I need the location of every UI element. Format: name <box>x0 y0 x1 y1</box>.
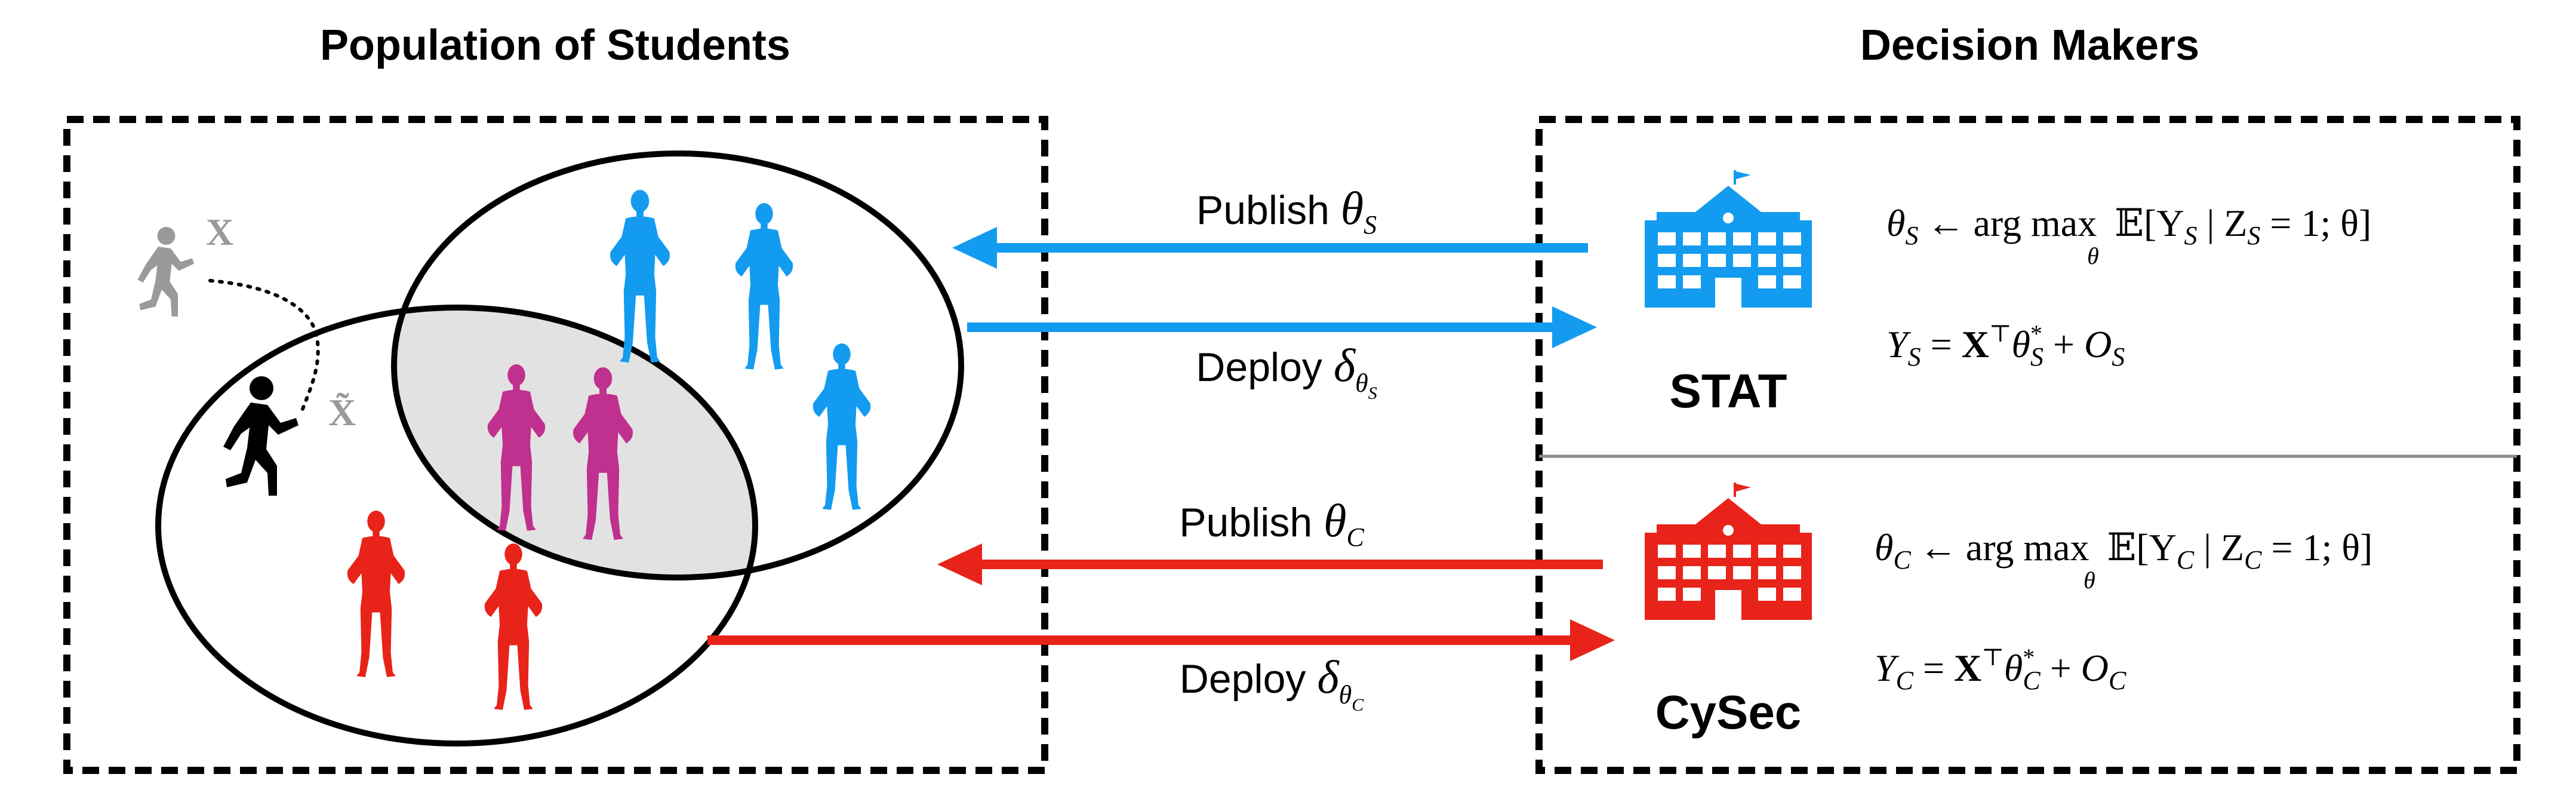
publish-cysec-label: Publish θC <box>1179 494 1364 552</box>
cysec-student-figure <box>347 511 405 677</box>
modified-feature-label: X̃ <box>328 391 356 434</box>
stat-name: STAT <box>1670 364 1787 417</box>
original-feature-label: X <box>206 211 233 253</box>
cysec-name: CySec <box>1655 686 1802 739</box>
publish-stat-arrowhead <box>952 227 997 269</box>
deploy-cysec-label: Deploy δθC <box>1180 651 1364 715</box>
decision-makers-box <box>1535 116 2520 774</box>
cysec-student-figure <box>484 543 543 710</box>
stat-population-ellipse <box>391 150 964 580</box>
strategic-student-figure <box>223 376 298 496</box>
cysec-population-ellipse <box>155 305 758 747</box>
deploy-stat-arrowhead <box>1552 306 1597 348</box>
stat-outcome-formula: YS = X⊤θ*S + OS <box>1886 320 2125 371</box>
cysec-outcome-formula: YC = X⊤θ*C + OC <box>1875 644 2126 695</box>
stat-argmax-subscript: θ <box>2087 242 2099 269</box>
feature-change-path <box>208 279 320 414</box>
population-title: Population of Students <box>320 21 790 69</box>
stat-student-figure <box>812 343 871 510</box>
cysec-argmax-subscript: θ <box>2083 567 2095 594</box>
population-box <box>63 116 1048 774</box>
stat-student-figure <box>735 203 793 370</box>
decision-makers-title: Decision Makers <box>1860 21 2199 69</box>
original-student-figure <box>137 227 194 317</box>
cysec-school-icon <box>1645 483 1812 620</box>
deploy-cysec-arrowhead <box>1570 619 1615 661</box>
deploy-stat-label: Deploy δθS <box>1196 339 1377 403</box>
publish-stat-label: Publish θS <box>1196 182 1377 239</box>
stat-student-figure <box>610 190 670 363</box>
stat-school-icon <box>1645 170 1812 308</box>
publish-cysec-arrowhead <box>937 543 982 585</box>
